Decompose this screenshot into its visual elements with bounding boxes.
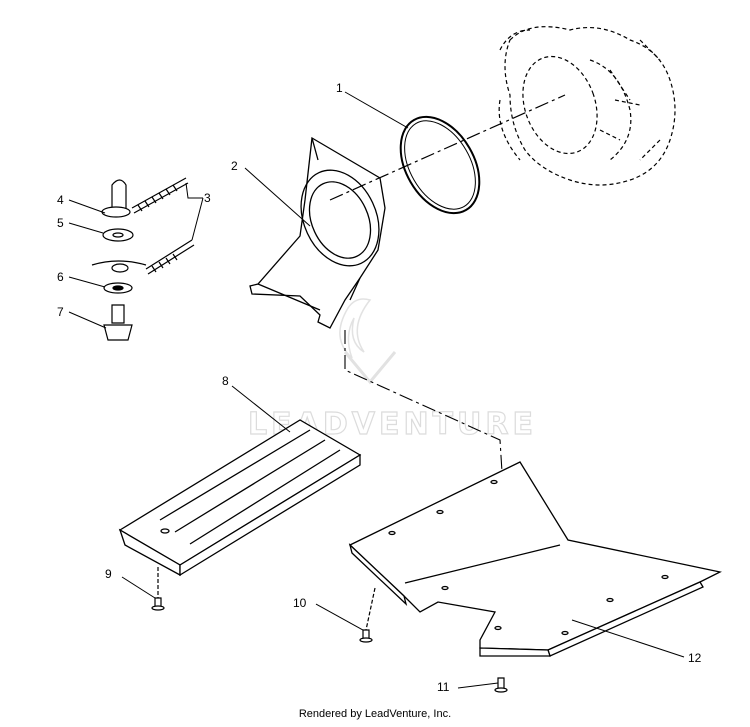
leadventure-watermark: LEADVENTURE bbox=[247, 298, 534, 443]
callout-5: 5 bbox=[57, 216, 64, 230]
callout-1: 1 bbox=[336, 81, 343, 95]
callout-9: 9 bbox=[105, 567, 112, 581]
callout-12: 12 bbox=[688, 651, 702, 665]
engine-case bbox=[498, 26, 676, 186]
chute-adapter bbox=[249, 136, 386, 329]
callout-8: 8 bbox=[222, 374, 229, 388]
assembly-axis-line bbox=[329, 94, 566, 201]
long-bolts bbox=[131, 177, 195, 275]
callout-labels: 1 2 3 4 5 6 7 8 9 10 11 12 bbox=[57, 81, 702, 694]
callout-3: 3 bbox=[204, 191, 211, 205]
callout-7: 7 bbox=[57, 305, 64, 319]
bolt-10 bbox=[359, 587, 376, 643]
callout-6: 6 bbox=[57, 270, 64, 284]
callout-2: 2 bbox=[231, 159, 238, 173]
hardware-stack bbox=[91, 179, 147, 341]
floor-plate bbox=[348, 461, 722, 657]
leader-lines bbox=[68, 91, 685, 689]
bolt-11 bbox=[494, 677, 508, 693]
callout-11: 11 bbox=[437, 680, 450, 694]
runner-block bbox=[118, 419, 362, 577]
bolt-9 bbox=[151, 567, 165, 611]
callout-4: 4 bbox=[57, 193, 64, 207]
callout-10: 10 bbox=[293, 596, 307, 610]
rendered-by-credit: Rendered by LeadVenture, Inc. bbox=[298, 708, 452, 720]
o-ring bbox=[399, 115, 481, 215]
